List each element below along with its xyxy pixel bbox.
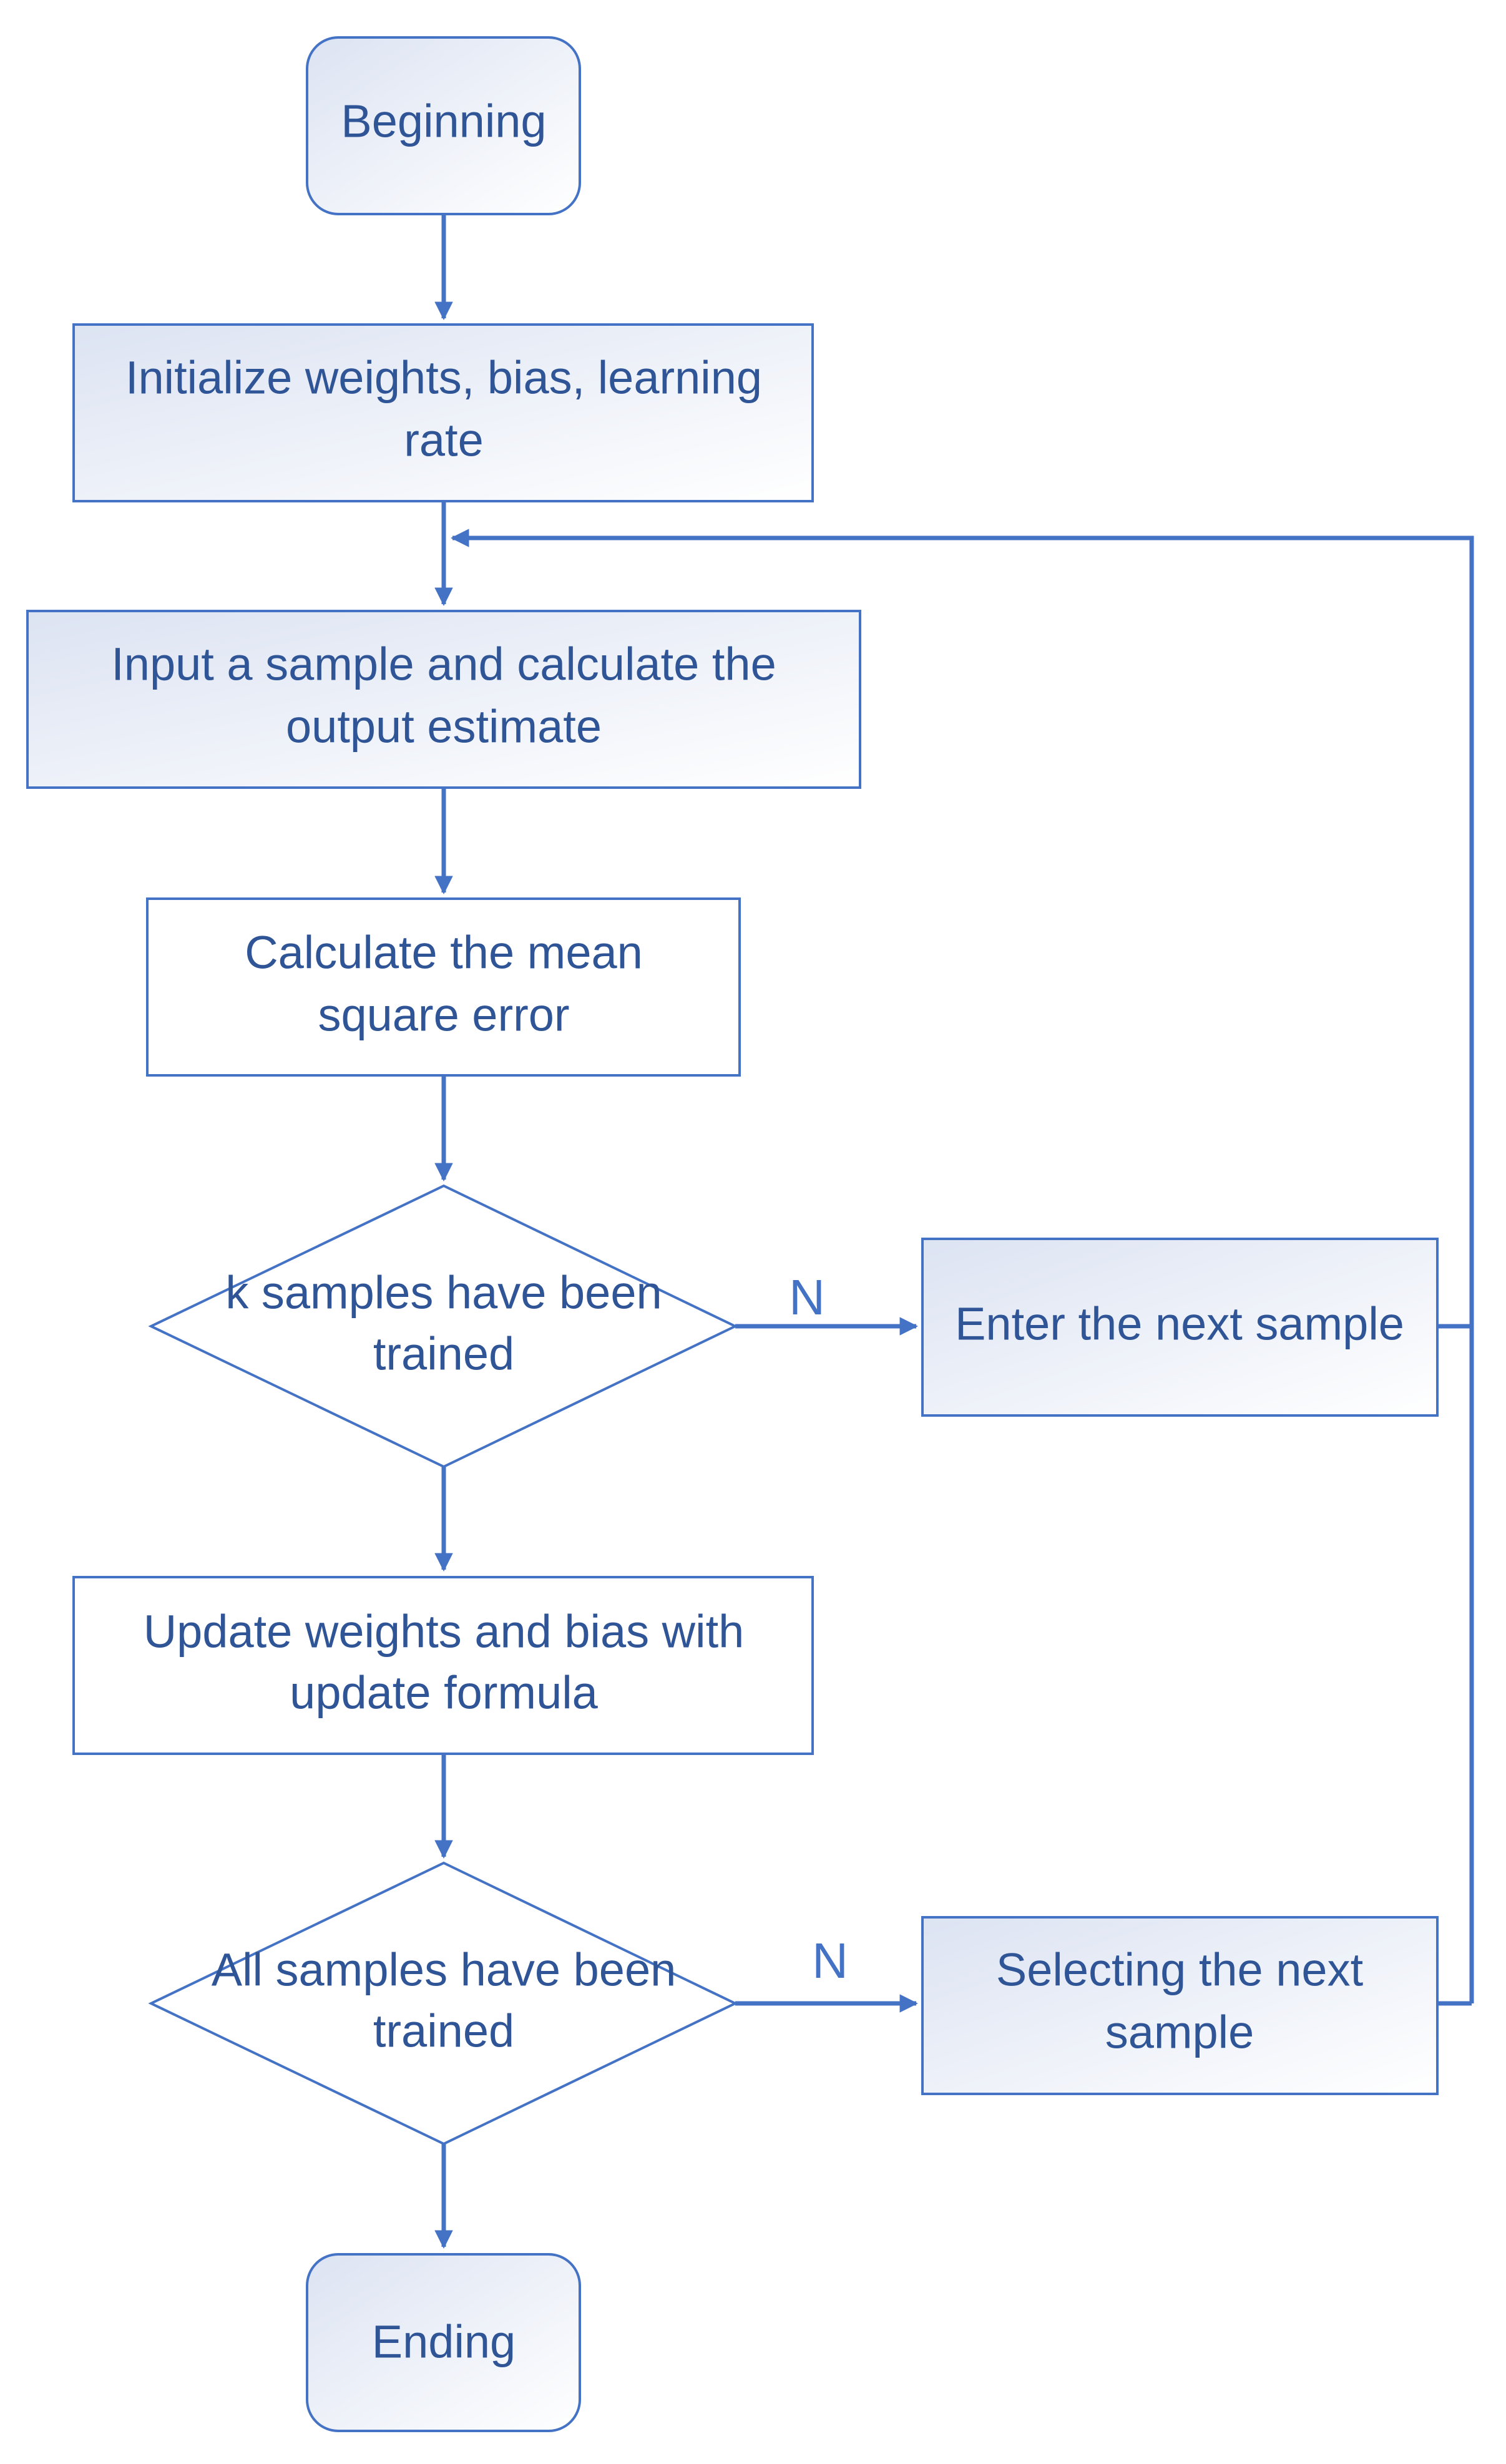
- start-node: Beginning: [306, 36, 581, 215]
- init-node: Initialize weights, bias, learning rate: [72, 323, 814, 502]
- input-shape: [26, 610, 861, 789]
- decision-k-label-line1: k samples have been: [225, 1267, 662, 1319]
- decision-all-shape: [148, 1861, 738, 2146]
- input-label-line1: Input a sample and calculate the: [111, 638, 776, 690]
- next-sample-node: Enter the next sample: [921, 1238, 1439, 1417]
- start-shape: [306, 36, 581, 215]
- end-node: Ending: [306, 2253, 581, 2432]
- select-next-label-line2: sample: [1105, 2007, 1254, 2058]
- next-sample-shape: [921, 1238, 1439, 1417]
- next-sample-label: Enter the next sample: [955, 1298, 1404, 1350]
- update-shape: [72, 1576, 814, 1755]
- decision-k-no-label: N: [789, 1269, 825, 1325]
- init-shape: [72, 323, 814, 502]
- select-next-label-line1: Selecting the next: [996, 1944, 1364, 1996]
- decision-k-shape: [148, 1184, 738, 1469]
- select-next-shape: [921, 1916, 1439, 2095]
- connectors: [434, 214, 1474, 2249]
- input-node: Input a sample and calculate the output …: [26, 610, 861, 789]
- input-label-line2: output estimate: [286, 701, 602, 753]
- decision-all-label-line1: All samples have been: [212, 1944, 677, 1996]
- decision-all-node: All samples have been trained N: [148, 1861, 848, 2146]
- init-label-line2: rate: [404, 414, 484, 466]
- mse-label-line2: square error: [318, 989, 569, 1041]
- mse-shape: [146, 897, 741, 1077]
- end-label: Ending: [372, 2316, 516, 2368]
- loop-back-line: [451, 529, 1474, 1329]
- decision-all-label-line2: trained: [373, 2005, 514, 2057]
- decision-all-no-label: N: [812, 1933, 848, 1988]
- select-next-node: Selecting the next sample: [921, 1916, 1439, 2095]
- decision-k-node: k samples have been trained N: [148, 1184, 825, 1469]
- mse-node: Calculate the mean square error: [146, 897, 741, 1077]
- end-shape: [306, 2253, 581, 2432]
- decision-k-label-line2: trained: [373, 1328, 514, 1380]
- update-label-line1: Update weights and bias with: [144, 1606, 745, 1658]
- init-label-line1: Initialize weights, bias, learning: [125, 352, 762, 404]
- update-node: Update weights and bias with update form…: [72, 1576, 814, 1755]
- mse-label-line1: Calculate the mean: [245, 927, 643, 979]
- update-label-line2: update formula: [290, 1667, 598, 1719]
- start-label: Beginning: [341, 95, 546, 147]
